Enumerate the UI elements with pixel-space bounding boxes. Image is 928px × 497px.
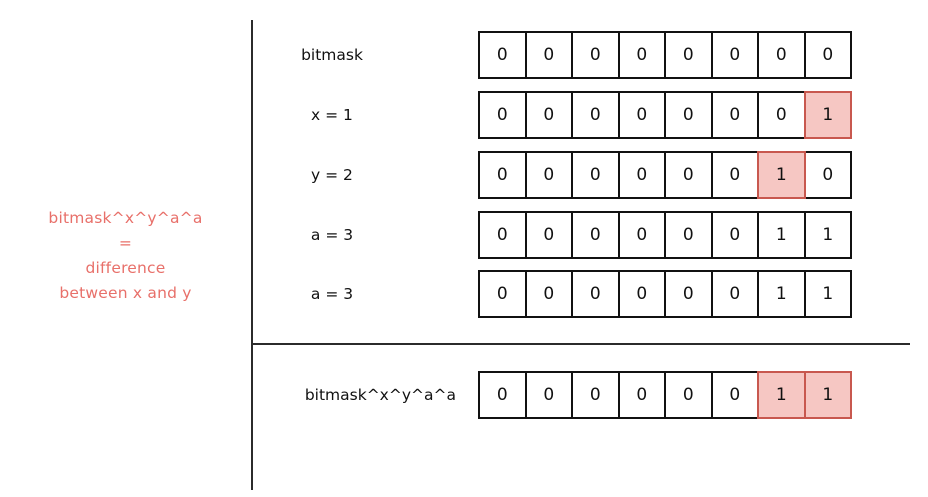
horizontal-divider <box>251 343 910 345</box>
bit-cell[interactable]: 0 <box>617 371 666 419</box>
bit-cell[interactable]: 0 <box>664 270 713 318</box>
bit-cell-highlighted[interactable]: 1 <box>803 371 852 419</box>
bit-cell[interactable]: 1 <box>757 270 806 318</box>
bit-cells: 0 0 0 0 0 0 0 0 <box>478 31 852 79</box>
bit-row-bitmask: bitmask 0 0 0 0 0 0 0 0 <box>301 31 852 79</box>
bit-cells: 0 0 0 0 0 0 1 1 <box>478 270 852 318</box>
bit-row-a-first: a = 3 0 0 0 0 0 0 1 1 <box>311 211 852 259</box>
row-label: x = 1 <box>311 106 353 124</box>
bit-cell[interactable]: 0 <box>524 371 573 419</box>
bit-row-y: y = 2 0 0 0 0 0 0 1 0 <box>311 151 852 199</box>
bit-row-result: bitmask^x^y^a^a 0 0 0 0 0 0 1 1 <box>305 371 852 419</box>
bit-row-x: x = 1 0 0 0 0 0 0 0 1 <box>311 91 852 139</box>
bit-cell[interactable]: 1 <box>757 211 806 259</box>
bit-cell[interactable]: 0 <box>710 270 759 318</box>
bit-cells: 0 0 0 0 0 0 1 1 <box>478 371 852 419</box>
bit-cell[interactable]: 0 <box>617 211 666 259</box>
row-label-result: bitmask^x^y^a^a <box>304 386 456 404</box>
bit-cell[interactable]: 0 <box>803 31 852 79</box>
bit-cell[interactable]: 0 <box>571 31 620 79</box>
bit-cell[interactable]: 1 <box>803 211 852 259</box>
bit-cells: 0 0 0 0 0 0 0 1 <box>478 91 852 139</box>
bit-cell[interactable]: 0 <box>617 31 666 79</box>
row-label: a = 3 <box>310 285 354 303</box>
vertical-divider <box>251 20 253 490</box>
bit-row-a-second: a = 3 0 0 0 0 0 0 1 1 <box>311 270 852 318</box>
bit-cell[interactable]: 0 <box>571 371 620 419</box>
bit-cell[interactable]: 0 <box>478 270 527 318</box>
row-label: bitmask <box>301 46 363 64</box>
bit-cell[interactable]: 0 <box>524 211 573 259</box>
bit-cell[interactable]: 0 <box>664 31 713 79</box>
bit-cell[interactable]: 0 <box>757 91 806 139</box>
bit-cell[interactable]: 0 <box>617 91 666 139</box>
bit-cell[interactable]: 0 <box>478 151 527 199</box>
bit-cell[interactable]: 0 <box>524 151 573 199</box>
bit-cell[interactable]: 0 <box>664 91 713 139</box>
bit-cell[interactable]: 0 <box>664 211 713 259</box>
bit-cell[interactable]: 0 <box>478 211 527 259</box>
bit-cell[interactable]: 0 <box>710 151 759 199</box>
bit-cell-highlighted[interactable]: 1 <box>757 371 806 419</box>
bit-cell[interactable]: 0 <box>710 91 759 139</box>
bit-cell[interactable]: 0 <box>710 371 759 419</box>
bit-cell[interactable]: 0 <box>571 151 620 199</box>
bit-cell[interactable]: 0 <box>571 211 620 259</box>
bit-cell[interactable]: 0 <box>710 211 759 259</box>
bit-cell[interactable]: 0 <box>664 151 713 199</box>
bit-cell[interactable]: 1 <box>803 270 852 318</box>
bit-cell[interactable]: 0 <box>524 270 573 318</box>
bit-cell[interactable]: 0 <box>803 151 852 199</box>
bit-cell[interactable]: 0 <box>710 31 759 79</box>
bit-cells: 0 0 0 0 0 0 1 1 <box>478 211 852 259</box>
bit-cell[interactable]: 0 <box>571 270 620 318</box>
bit-cell[interactable]: 0 <box>524 31 573 79</box>
bit-cell[interactable]: 0 <box>478 371 527 419</box>
bit-cell[interactable]: 0 <box>664 371 713 419</box>
bit-cell[interactable]: 0 <box>478 31 527 79</box>
row-label: y = 2 <box>311 166 353 184</box>
bit-cell-highlighted[interactable]: 1 <box>757 151 806 199</box>
bit-cell-highlighted[interactable]: 1 <box>803 91 852 139</box>
bit-cell[interactable]: 0 <box>757 31 806 79</box>
bit-cell[interactable]: 0 <box>524 91 573 139</box>
bit-cell[interactable]: 0 <box>617 151 666 199</box>
bit-cell[interactable]: 0 <box>617 270 666 318</box>
bit-cells: 0 0 0 0 0 0 1 0 <box>478 151 852 199</box>
row-label: a = 3 <box>310 226 354 244</box>
bit-cell[interactable]: 0 <box>571 91 620 139</box>
annotation-panel: bitmask^x^y^a^a = difference between x a… <box>0 0 251 497</box>
explanation-note: bitmask^x^y^a^a = difference between x a… <box>48 209 203 302</box>
bit-cell[interactable]: 0 <box>478 91 527 139</box>
